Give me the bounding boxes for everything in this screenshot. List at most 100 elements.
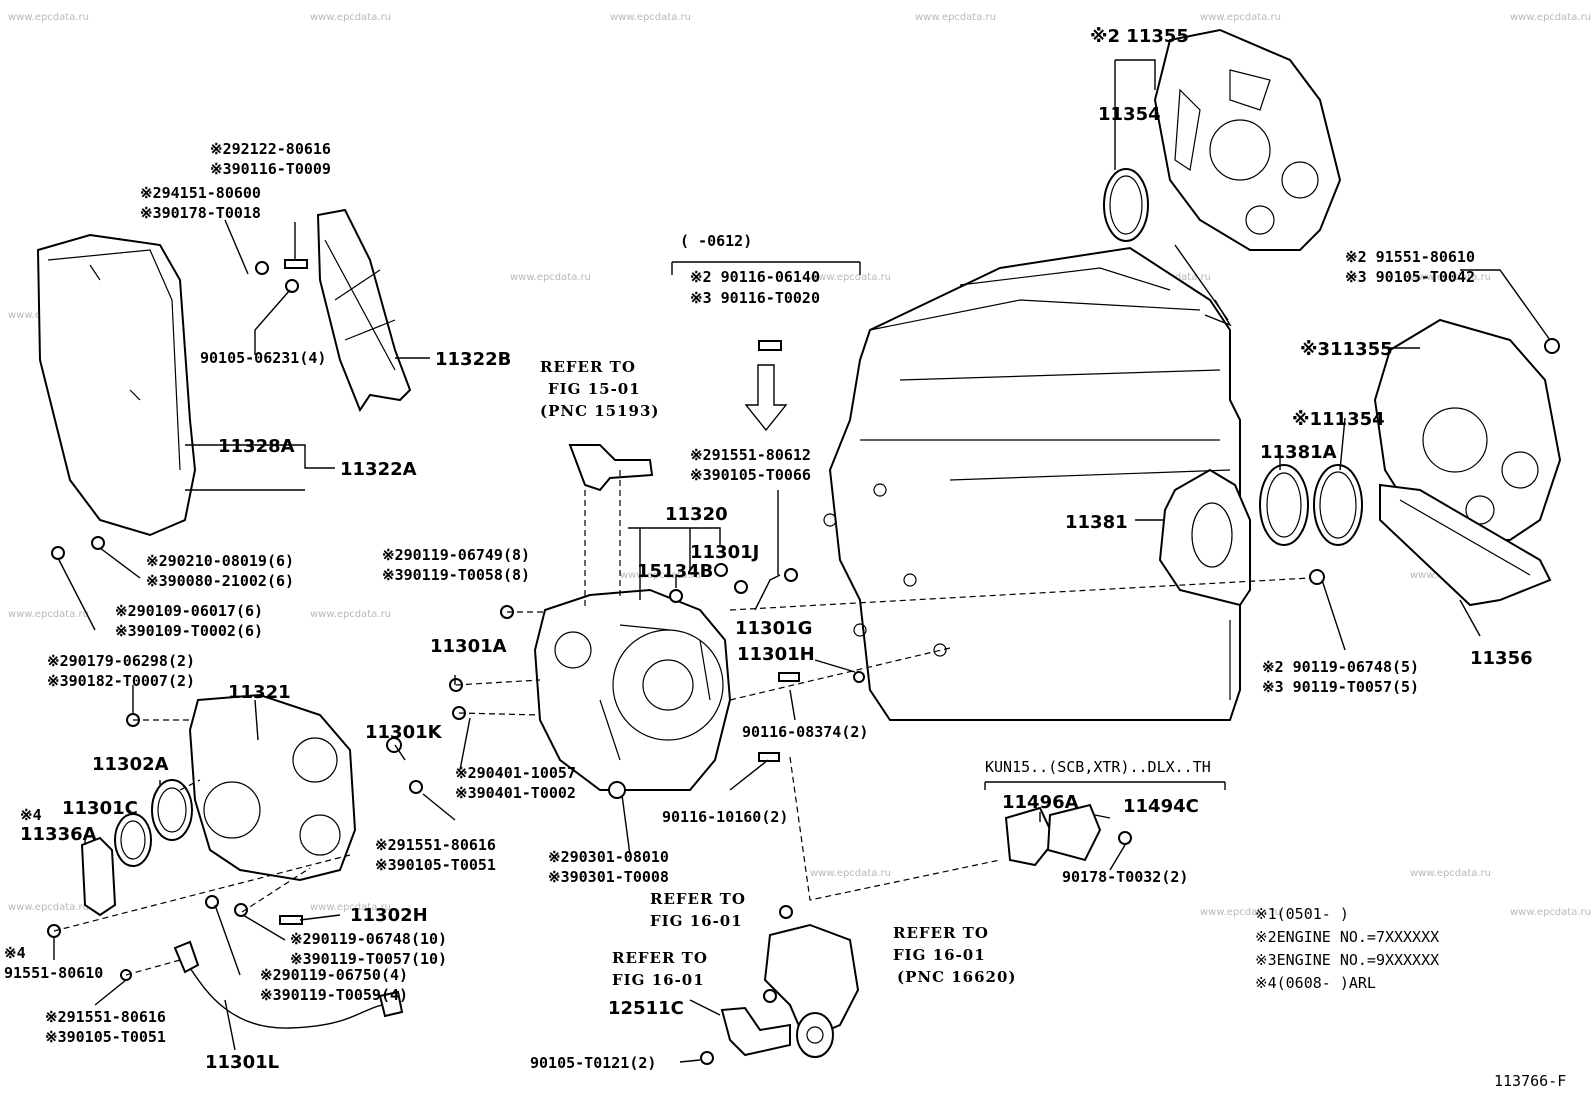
engine-block <box>823 246 1241 721</box>
refer-line: FIG 16-01 <box>650 912 743 930</box>
label-90105-t0051-k: ※390105-T0051 <box>375 856 496 874</box>
oil-strainer <box>568 444 654 492</box>
label-90301-08010: ※290301-08010 <box>548 848 669 866</box>
label-90116-t0009: ※390116-T0009 <box>210 160 331 178</box>
label-90179-06298: ※290179-06298(2) <box>47 652 195 670</box>
label-90210-08019: ※290210-08019(6) <box>146 552 294 570</box>
label-90119-t0057-10: ※390119-T0057(10) <box>290 950 447 968</box>
label-11302a: 11302A <box>92 754 169 775</box>
crank-position-sensor <box>173 940 404 1029</box>
label-90109-06017: ※290109-06017(6) <box>115 602 263 620</box>
engine-rear-plate-upper <box>1153 28 1342 251</box>
label-92122-80616: ※292122-80616 <box>210 140 331 158</box>
label-90401-10057: ※290401-10057 <box>455 764 576 782</box>
label-90116-10160: 90116-10160(2) <box>662 808 788 826</box>
label-90105-t0121: 90105-T0121(2) <box>530 1054 656 1072</box>
label-90178-t0032: 90178-T0032(2) <box>1062 868 1188 886</box>
arrow-down <box>744 364 788 432</box>
crank-position-bracket <box>80 836 117 917</box>
refer-line: REFER TO <box>650 890 746 908</box>
refer-line: FIG 16-01 <box>612 971 705 989</box>
footnote: ※1(0501- ) <box>1255 905 1349 923</box>
refer-line: REFER TO <box>612 949 708 967</box>
refer-line: FIG 16-01 <box>893 946 986 964</box>
watermark: www.epcdata.ru <box>1510 907 1591 918</box>
label-11301l: 11301L <box>205 1052 279 1073</box>
leader-lines <box>53 59 1551 1063</box>
label-90178-t0018: ※390178-T0018 <box>140 204 261 222</box>
label-90105-t0051-l: ※390105-T0051 <box>45 1028 166 1046</box>
label-90116-06140: ※2 90116-06140 <box>690 268 820 286</box>
watermark: www.epcdata.ru <box>1510 12 1591 23</box>
label-11301j: 11301J <box>690 542 759 563</box>
timing-cover-lower <box>188 693 357 882</box>
refer-line: (PNC 15193) <box>540 402 660 420</box>
label-x4: ※4 <box>20 806 42 824</box>
cover-plate-gasket <box>1004 803 1102 867</box>
engine-rear-plate-lower <box>1373 318 1562 607</box>
label-91551-80616-l: ※291551-80616 <box>45 1008 166 1026</box>
watermark: www.epcdata.ru <box>8 609 89 620</box>
label-90105-t0042: ※3 90105-T0042 <box>1345 268 1475 286</box>
watermark: www.epcdata.ru <box>1200 12 1281 23</box>
watermark: www.epcdata.ru <box>310 12 391 23</box>
label-11494c: 11494C <box>1123 796 1199 817</box>
label-kun15: KUN15..(SCB,XTR)..DLX..TH <box>985 758 1211 776</box>
label-x4: ※4 <box>4 944 26 962</box>
label-11381: 11381 <box>1065 512 1128 533</box>
label-11301h: 11301H <box>737 644 815 665</box>
refer-line: FIG 15-01 <box>548 380 641 398</box>
watermark: www.epcdata.ru <box>810 868 891 879</box>
label-90080-21002: ※390080-21002(6) <box>146 572 294 590</box>
label-90119-06750: ※290119-06750(4) <box>260 966 408 984</box>
refer-blocks: REFER TO FIG 15-01 (PNC 15193) REFER TO … <box>540 358 1016 989</box>
footnotes: ※1(0501- ) ※2ENGINE NO.=7XXXXXX ※3ENGINE… <box>1255 905 1439 992</box>
watermark: www.epcdata.ru <box>915 12 996 23</box>
oil-seal-retainer <box>1158 468 1251 607</box>
label-91551-80610: ※2 91551-80610 <box>1345 248 1475 266</box>
watermark: www.epcdata.ru <box>1200 907 1281 918</box>
arrow-rear-plate <box>1174 244 1232 327</box>
label-11301g: 11301G <box>735 618 812 639</box>
watermark: www.epcdata.ru <box>620 570 701 581</box>
label-90301-t0008: ※390301-T0008 <box>548 868 669 886</box>
footnote: ※4(0608- )ARL <box>1255 974 1376 992</box>
label-91551-80612: ※291551-80612 <box>690 446 811 464</box>
label-90182-t0007: ※390182-T0007(2) <box>47 672 195 690</box>
idler-pulley-bracket <box>720 923 860 1058</box>
label-90119-06748-10: ※290119-06748(10) <box>290 930 447 948</box>
label-90401-t0002: ※390401-T0002 <box>455 784 576 802</box>
label-90119-06749: ※290119-06749(8) <box>382 546 530 564</box>
label-11322a: 11322A <box>340 459 417 480</box>
label-90105-06231: 90105-06231(4) <box>200 349 326 367</box>
assembly-lines <box>53 470 1311 976</box>
watermark: www.epcdata.ru <box>510 272 591 283</box>
label-11322b: 11322B <box>435 349 511 370</box>
timing-cover-plate <box>316 208 412 413</box>
label-11381a: 11381A <box>1260 442 1337 463</box>
label-11496a: 11496A <box>1002 792 1079 813</box>
label-90119-t0057-5: ※3 90119-T0057(5) <box>1262 678 1419 696</box>
watermark: www.epcdata.ru <box>8 12 89 23</box>
label-11355-3: ※311355 <box>1300 339 1393 360</box>
footnote: ※2ENGINE NO.=7XXXXXX <box>1255 928 1439 946</box>
watermark: www.epcdata.ru <box>610 12 691 23</box>
label-90109-t0002: ※390109-T0002(6) <box>115 622 263 640</box>
part-labels: ※2 11355 11354 ※2 91551-80610 ※3 90105-T… <box>4 26 1533 1073</box>
label-11321: 11321 <box>228 682 291 703</box>
label-11354: 11354 <box>1098 104 1161 125</box>
label-90119-t0059: ※390119-T0059(4) <box>260 986 408 1004</box>
watermark: www.epcdata.ru <box>310 609 391 620</box>
watermark: www.epcdata.ru <box>310 902 391 913</box>
label-11301a: 11301A <box>430 636 507 657</box>
seal-rings-left <box>114 779 193 867</box>
label-11356: 11356 <box>1470 648 1533 669</box>
label-15134b: 15134B <box>637 561 713 582</box>
label-91551-80610-l: 91551-80610 <box>4 964 103 982</box>
label-11336a: 11336A <box>20 824 97 845</box>
label-12511c: 12511C <box>608 998 684 1019</box>
timing-gear-case <box>533 588 732 791</box>
label-11302h: 11302H <box>350 905 428 926</box>
footnote: ※3ENGINE NO.=9XXXXXX <box>1255 951 1439 969</box>
label-11354-1: ※111354 <box>1292 409 1385 430</box>
